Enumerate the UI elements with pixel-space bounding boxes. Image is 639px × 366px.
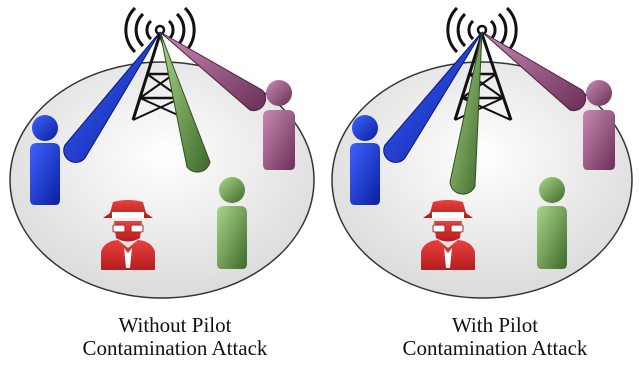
- beam-green: [449, 31, 483, 195]
- spy-attacker-icon: [101, 200, 155, 270]
- caption-line-2: Contamination Attack: [402, 336, 588, 360]
- user-icon-blue: [350, 115, 380, 205]
- user-icon-purple: [583, 80, 615, 170]
- caption-line-1: Without Pilot: [118, 313, 232, 337]
- user-icon-green: [537, 177, 567, 269]
- panel-with-attack: [331, 6, 633, 299]
- user-icon-blue: [30, 115, 60, 205]
- caption-line-1: With Pilot: [451, 313, 539, 337]
- user-icon-green: [217, 177, 247, 269]
- beam-blue: [63, 31, 161, 163]
- panel-without-attack: [9, 6, 315, 299]
- user-icon-purple: [263, 80, 295, 170]
- beam-purple: [159, 31, 267, 112]
- caption-line-2: Contamination Attack: [82, 336, 268, 360]
- caption-with-attack: With Pilot Contamination Attack: [360, 314, 630, 360]
- spy-attacker-icon: [421, 200, 475, 270]
- caption-without-attack: Without Pilot Contamination Attack: [40, 314, 310, 360]
- beam-purple: [481, 31, 587, 112]
- beam-green: [159, 31, 211, 173]
- beam-blue: [383, 31, 483, 163]
